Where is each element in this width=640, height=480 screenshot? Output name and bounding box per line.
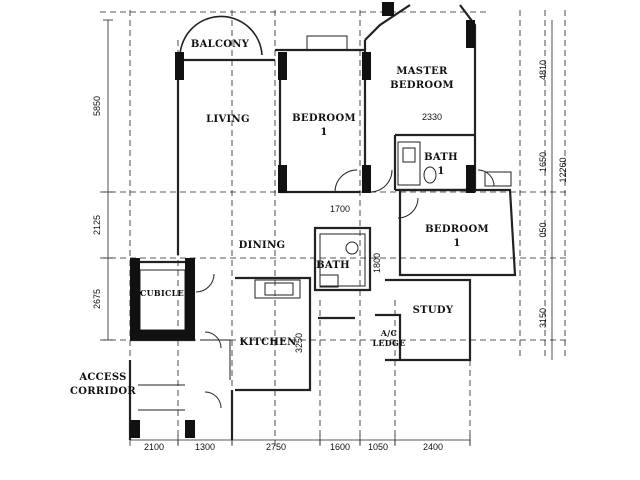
label-bath-2: BATH: [316, 260, 350, 271]
label-bedroom-2-number: 1: [453, 238, 460, 249]
dim-bottom-3: 2750: [266, 442, 286, 452]
dim-bottom-2: 1300: [195, 442, 215, 452]
label-bath-1: BATH: [424, 152, 458, 163]
label-bath-1-number: 1: [437, 166, 444, 177]
dim-right-1: 4810: [538, 60, 548, 80]
label-master-bedroom: BEDROOM: [390, 80, 454, 91]
dim-right-3: 12260: [558, 157, 568, 182]
dim-right-4: 050: [538, 222, 548, 237]
dim-right-2: 1650: [538, 152, 548, 172]
dim-inner-3: 1800: [372, 253, 382, 273]
dim-bottom-4: 1600: [330, 442, 350, 452]
dim-inner-1: 2330: [422, 112, 442, 122]
label-ac-ledge-a: A/C: [380, 328, 397, 338]
label-bedroom-1: BEDROOM: [292, 113, 356, 124]
dim-left-2: 2125: [92, 215, 102, 235]
label-corridor: CORRIDOR: [70, 386, 136, 397]
label-bedroom-1-number: 1: [320, 127, 327, 138]
label-access: ACCESS: [78, 372, 126, 383]
label-master: MASTER: [396, 66, 448, 77]
dim-bottom-6: 2400: [423, 442, 443, 452]
dim-left-3: 2675: [92, 289, 102, 309]
dim-bottom-5: 1050: [368, 442, 388, 452]
label-bedroom-2: BEDROOM: [425, 224, 489, 235]
label-ac-ledge-b: LEDGE: [372, 338, 405, 348]
label-dining: DINING: [239, 240, 286, 251]
dim-right-5: 3150: [538, 308, 548, 328]
label-kitchen: KITCHEN: [239, 337, 296, 348]
label-balcony: BALCONY: [191, 39, 250, 50]
dim-inner-2: 1700: [330, 204, 350, 214]
dim-inner-4: 3250: [294, 333, 304, 353]
label-study: STUDY: [413, 305, 454, 316]
label-living: LIVING: [206, 114, 250, 125]
dim-bottom-1: 2100: [144, 442, 164, 452]
dim-left-1: 5850: [92, 96, 102, 116]
label-cubicle: CUBICLE: [140, 288, 184, 298]
